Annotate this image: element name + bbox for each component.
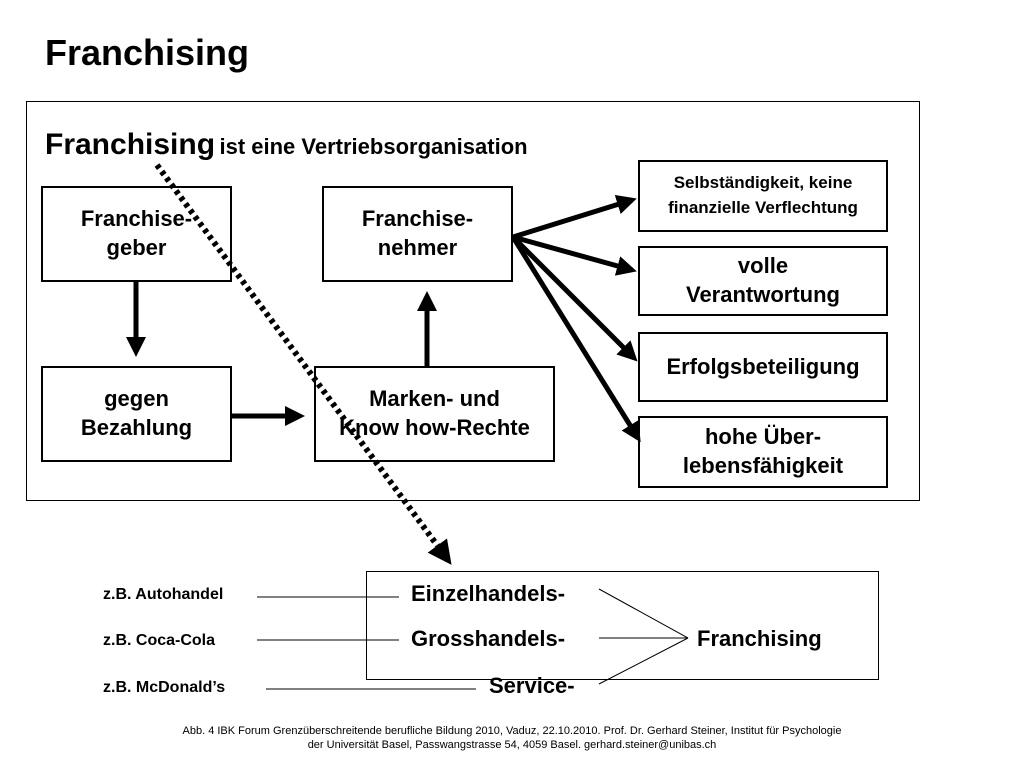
box-franchise-geber: Franchise- geber	[41, 186, 232, 282]
arrow-nehmer-to-selbstaendigkeit	[512, 194, 637, 240]
connector-einzelhandel-to-franchising	[598, 588, 689, 639]
arrow-nehmer-to-ueberleben	[510, 235, 641, 443]
box-erfolgsbeteiligung: Erfolgsbeteiligung	[638, 332, 888, 402]
type-service: Service-	[489, 673, 575, 698]
diagram-frame	[26, 101, 920, 501]
box-hohe-ueberlebensfaehigkeit: hohe Über- lebensfähigkeit	[638, 416, 888, 488]
connector-service-to-franchising	[598, 637, 689, 685]
diagram-subtitle: Franchising ist eine Vertriebsorganisati…	[45, 128, 528, 162]
arrow-nehmer-to-verantwortung	[512, 234, 637, 276]
example-coca-cola: z.B. Coca-Cola	[103, 632, 216, 649]
footer-line-2: der Universität Basel, Passwangstrasse 5…	[307, 739, 717, 752]
type-einzelhandel: Einzelhandels-	[411, 581, 566, 606]
dotted-arrow-to-types	[154, 163, 452, 565]
subtitle-rest: ist eine Vertriebsorganisation	[219, 134, 528, 159]
type-grosshandel: Grosshandels-	[411, 626, 566, 651]
box-volle-verantwortung: volle Verantwortung	[638, 246, 888, 316]
page-title: Franchising	[45, 32, 250, 73]
arrow-nehmer-to-erfolgsbeteiligung	[511, 235, 638, 362]
type-result-franchising: Franchising	[697, 626, 822, 651]
box-marken-rechte: Marken- und Know how-Rechte	[314, 366, 555, 462]
subtitle-emphasis: Franchising	[45, 128, 216, 161]
example-autohandel: z.B. Autohandel	[103, 586, 224, 603]
footer-line-1: Abb. 4 IBK Forum Grenzüberschreitende be…	[182, 725, 842, 737]
box-gegen-bezahlung: gegen Bezahlung	[41, 366, 232, 462]
box-selbstaendigkeit: Selbständigkeit, keine finanzielle Verfl…	[638, 160, 888, 232]
box-franchise-nehmer: Franchise- nehmer	[322, 186, 513, 282]
franchising-types-frame	[366, 571, 879, 680]
example-mcdonalds: z.B. McDonald’s	[103, 679, 226, 696]
footer-citation: Abb. 4 IBK Forum Grenzüberschreitende be…	[0, 724, 1024, 753]
